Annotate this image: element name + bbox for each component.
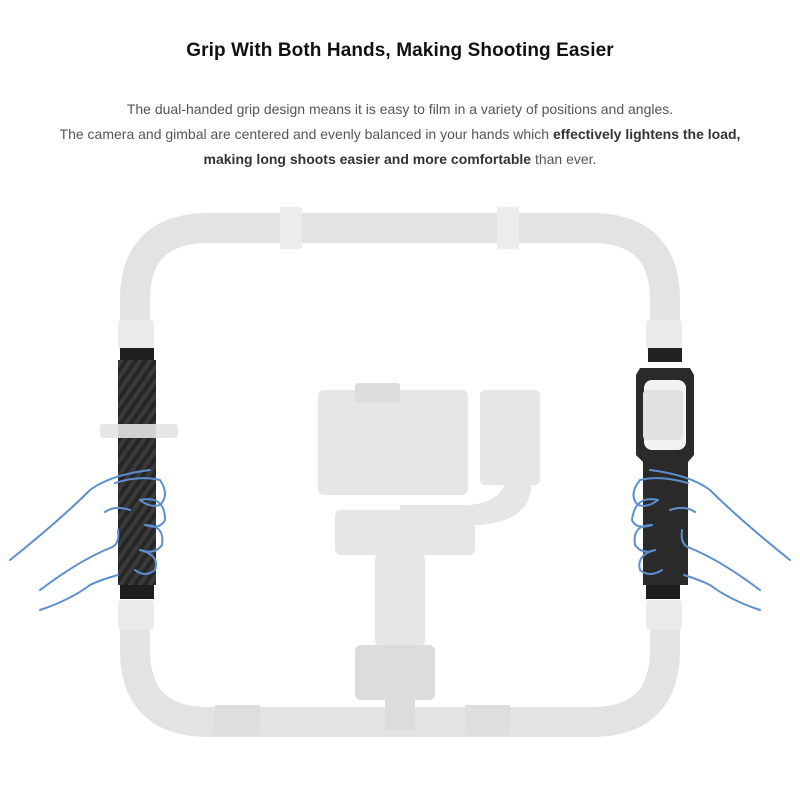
description-line-2-text: The camera and gimbal are centered and e… bbox=[59, 126, 553, 142]
left-handle bbox=[100, 348, 178, 599]
description-line-3: making long shoots easier and more comfo… bbox=[0, 147, 800, 172]
ring-frame bbox=[118, 207, 682, 737]
right-handle bbox=[636, 348, 694, 599]
description-line-2: The camera and gimbal are centered and e… bbox=[0, 122, 800, 147]
product-illustration bbox=[9, 207, 791, 737]
page-title: Grip With Both Hands, Making Shooting Ea… bbox=[186, 40, 614, 61]
right-hand-outline bbox=[630, 469, 791, 611]
description-line-3-text: than ever. bbox=[531, 151, 597, 167]
left-hand-outline bbox=[9, 469, 167, 611]
description: The dual-handed grip design means it is … bbox=[0, 97, 800, 172]
description-line-3-emphasis: making long shoots easier and more comfo… bbox=[203, 151, 532, 167]
description-line-2-emphasis: effectively lightens the load, bbox=[552, 126, 741, 142]
gimbal-camera bbox=[318, 383, 540, 730]
description-line-1: The dual-handed grip design means it is … bbox=[126, 101, 674, 117]
